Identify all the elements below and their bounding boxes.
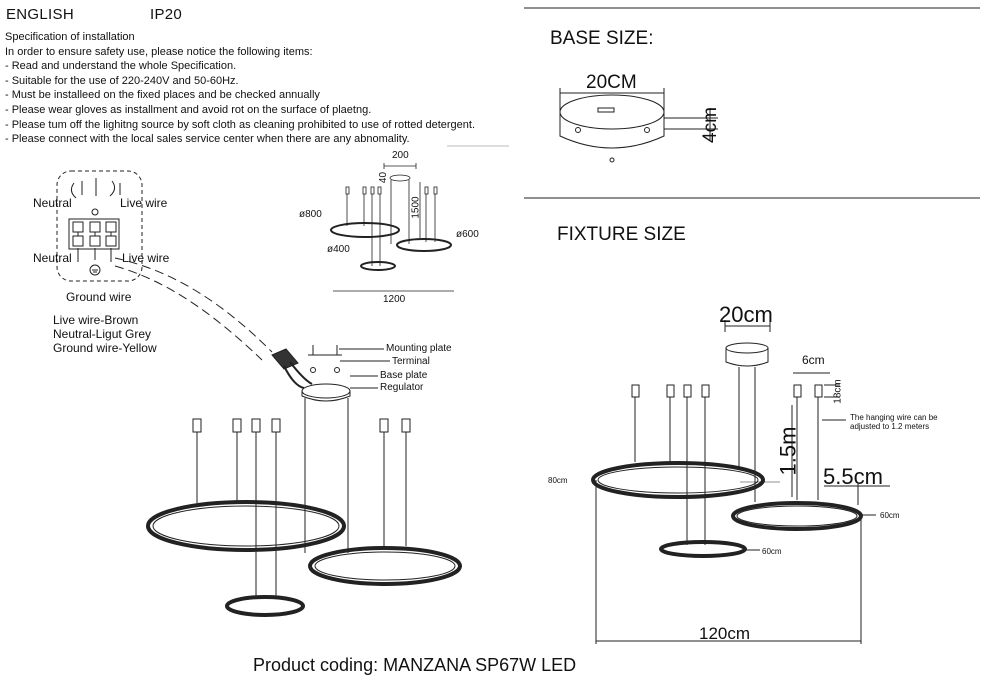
legend-line: Neutral-Ligut Grey [53,327,152,341]
mounting-plate-label: Mounting plate [386,343,452,354]
ring-height-dim: 5.5cm [823,464,883,489]
dim-600: ø600 [456,229,479,240]
wiring-terminal-diagram [56,170,143,282]
spec-block: Specification of installation In order t… [5,30,475,147]
wire-color-legend: Live wire-Brown Neutral-Ligut Grey Groun… [53,313,157,355]
fixture-right-dimensions [591,320,890,644]
language-label: ENGLISH [6,6,74,23]
total-width-dim: 120cm [699,624,751,643]
spec-intro: In order to ensure safety use, please no… [5,45,313,58]
canopy-dim: 20cm [719,302,773,327]
terminal-label: Terminal [392,356,430,367]
ring-60-label-b: 60cm [762,547,782,556]
dim-1200: 1200 [383,294,406,305]
ring-80-label: 80cm [548,476,568,485]
legend-line: Live wire-Brown [53,313,139,327]
base-height: 4cm [699,107,721,143]
spec-item: - Please connect with the local sales se… [5,133,410,146]
base-size-title: BASE SIZE: [550,28,654,49]
pendant-height-dim: 18cm [832,379,844,404]
regulator-label: Regulator [380,382,424,393]
neutral-label-2: Neutral [33,251,72,265]
spec-item: - Please tum off the lighitng source by … [5,118,476,131]
wire-adjust-note: The hanging wire can be adjusted to 1.2 … [850,413,938,431]
spec-item: - Read and understand the whole Specific… [5,60,237,73]
pendant-dim: 6cm [802,353,825,367]
live-label-2: Live wire [122,251,170,265]
small-dimension-diagram [330,163,454,292]
ground-label: Ground wire [66,290,132,304]
live-label-1: Live wire [120,196,168,210]
dim-1500: 1500 [410,196,422,219]
ip-rating: IP20 [150,6,183,23]
mounting-assembly [271,345,390,402]
fixture-size-title: FIXTURE SIZE [557,224,686,245]
cable-dashed-1 [114,257,273,353]
neutral-label-1: Neutral [33,196,72,210]
dim-40: 40 [378,171,390,184]
fixture-perspective-left [146,398,462,617]
dim-400: ø400 [327,244,350,255]
legend-line: Ground wire-Yellow [53,341,157,355]
ring-60-label-a: 60cm [880,511,900,520]
dim-800: ø800 [299,209,322,220]
product-coding: Product coding: MANZANA SP67W LED [253,655,577,675]
drop-dim: 1.5m [775,426,801,476]
dim-200: 200 [392,150,409,161]
spec-item: - Suitable for the use of 220-240V and 5… [5,74,239,87]
cable-dashed-2 [114,265,263,361]
base-width: 20CM [586,72,637,93]
spec-title: Specification of installation [5,31,135,43]
base-plate-label: Base plate [380,370,428,381]
base-plate-drawing [559,88,718,163]
spec-item: - Must be installeed on the fixed places… [5,89,320,102]
spec-item: - Please wear gloves as installment and … [5,103,372,116]
